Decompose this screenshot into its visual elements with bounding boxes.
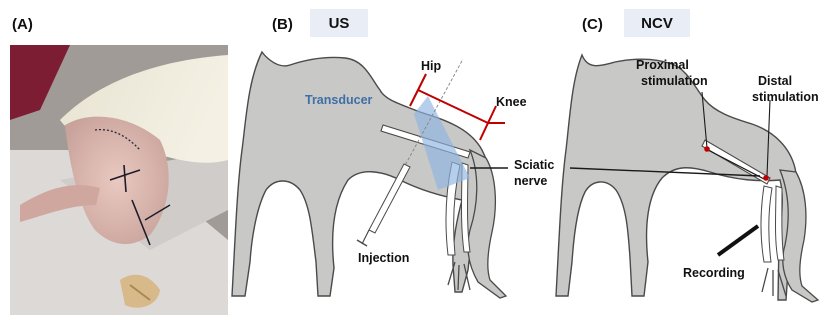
recording-label: Recording: [683, 266, 745, 281]
injection-label: Injection: [358, 251, 409, 266]
distal-label-2: stimulation: [752, 90, 819, 105]
recording-electrode: [718, 226, 758, 255]
sciatic-label: Sciatic: [514, 158, 554, 173]
distal-label-1: Distal: [758, 74, 792, 89]
proximal-electrode: [704, 146, 710, 152]
syringe-icon: [357, 164, 410, 246]
hip-label: Hip: [421, 59, 441, 74]
proximal-label-1: Proximal: [636, 58, 689, 73]
rat-photo: [10, 45, 228, 315]
knee-label: Knee: [496, 95, 527, 110]
proximal-label-2: stimulation: [641, 74, 708, 89]
nerve-label: nerve: [514, 174, 547, 189]
transducer-label: Transducer: [305, 93, 372, 108]
distal-electrode: [763, 175, 769, 181]
